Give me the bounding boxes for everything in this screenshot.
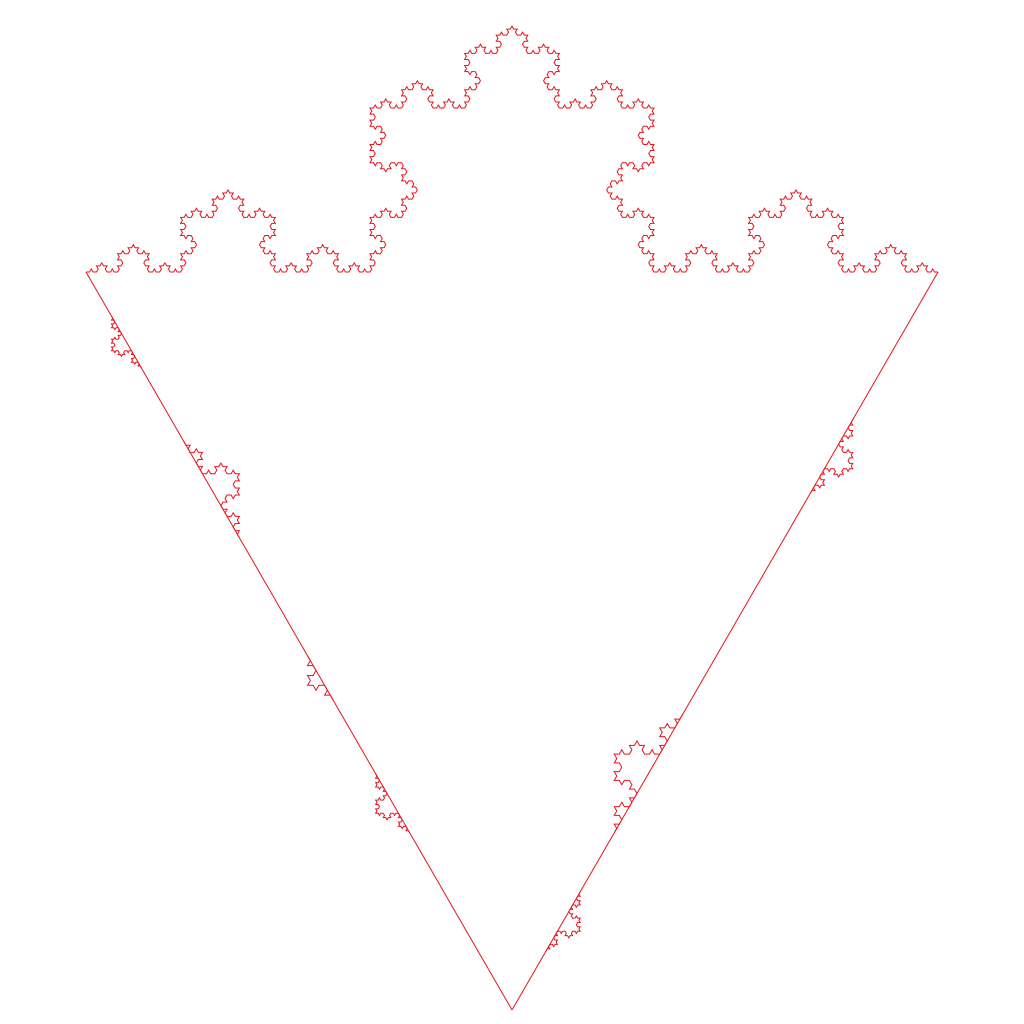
left-edge-bump xyxy=(183,441,241,538)
right-edge-bump xyxy=(613,714,683,834)
left-edge-bump xyxy=(374,773,411,834)
right-edge-line xyxy=(511,271,939,1011)
koch-top-edge xyxy=(86,25,938,273)
left-edge-line xyxy=(85,271,513,1011)
left-edge-bump xyxy=(110,316,142,369)
right-edge-bump xyxy=(809,419,854,494)
right-edge-bump xyxy=(545,891,582,952)
left-edge-bump xyxy=(306,655,334,701)
